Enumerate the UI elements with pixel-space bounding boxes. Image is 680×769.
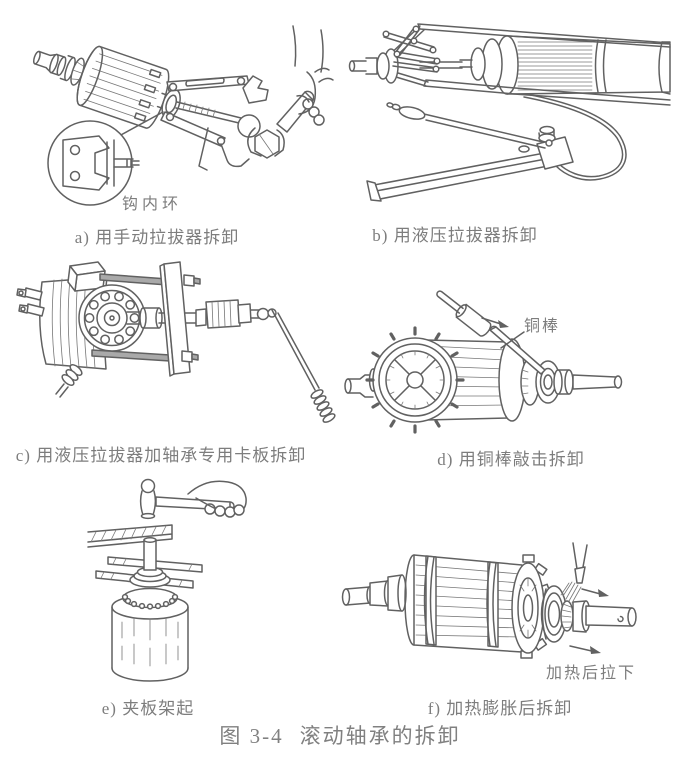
panel-e	[60, 470, 320, 705]
panel-f	[330, 525, 670, 700]
caption-b: b) 用液压拉拔器拆卸	[372, 226, 538, 245]
annotation-hook-inner-ring: 钩内环	[122, 196, 183, 213]
panel-a	[15, 20, 335, 220]
illustration-d-copper-bar-icon	[344, 290, 623, 434]
illustration-f-heating-removal-icon	[341, 542, 637, 659]
figure-title: 滚动轴承的拆卸	[299, 724, 461, 748]
illustration-a-manual-puller-icon	[32, 25, 334, 206]
figure-number: 图 3-4	[219, 724, 284, 748]
caption-d: d) 用铜棒敲击拆卸	[437, 450, 585, 469]
illustration-c-puller-clamp-plate-icon	[16, 261, 336, 423]
annotation-copper-bar: 铜棒	[524, 318, 561, 335]
panel-b	[340, 16, 675, 216]
illustration-b-hydraulic-puller-icon	[348, 23, 671, 202]
illustration-e-clamp-support-icon	[87, 478, 247, 682]
caption-e: e) 夹板架起	[101, 699, 195, 718]
panel-c	[10, 258, 340, 443]
figure-caption: 图 3-4 滚动轴承的拆卸	[219, 720, 460, 750]
caption-a: a) 用手动拉拔器拆卸	[74, 228, 240, 247]
caption-f: f) 加热膨胀后拆卸	[427, 699, 573, 718]
annotation-pull-after-heating: 加热后拉下	[546, 665, 637, 682]
caption-c: c) 用液压拉拔器加轴承专用卡板拆卸	[15, 446, 307, 465]
panel-d	[340, 290, 670, 460]
